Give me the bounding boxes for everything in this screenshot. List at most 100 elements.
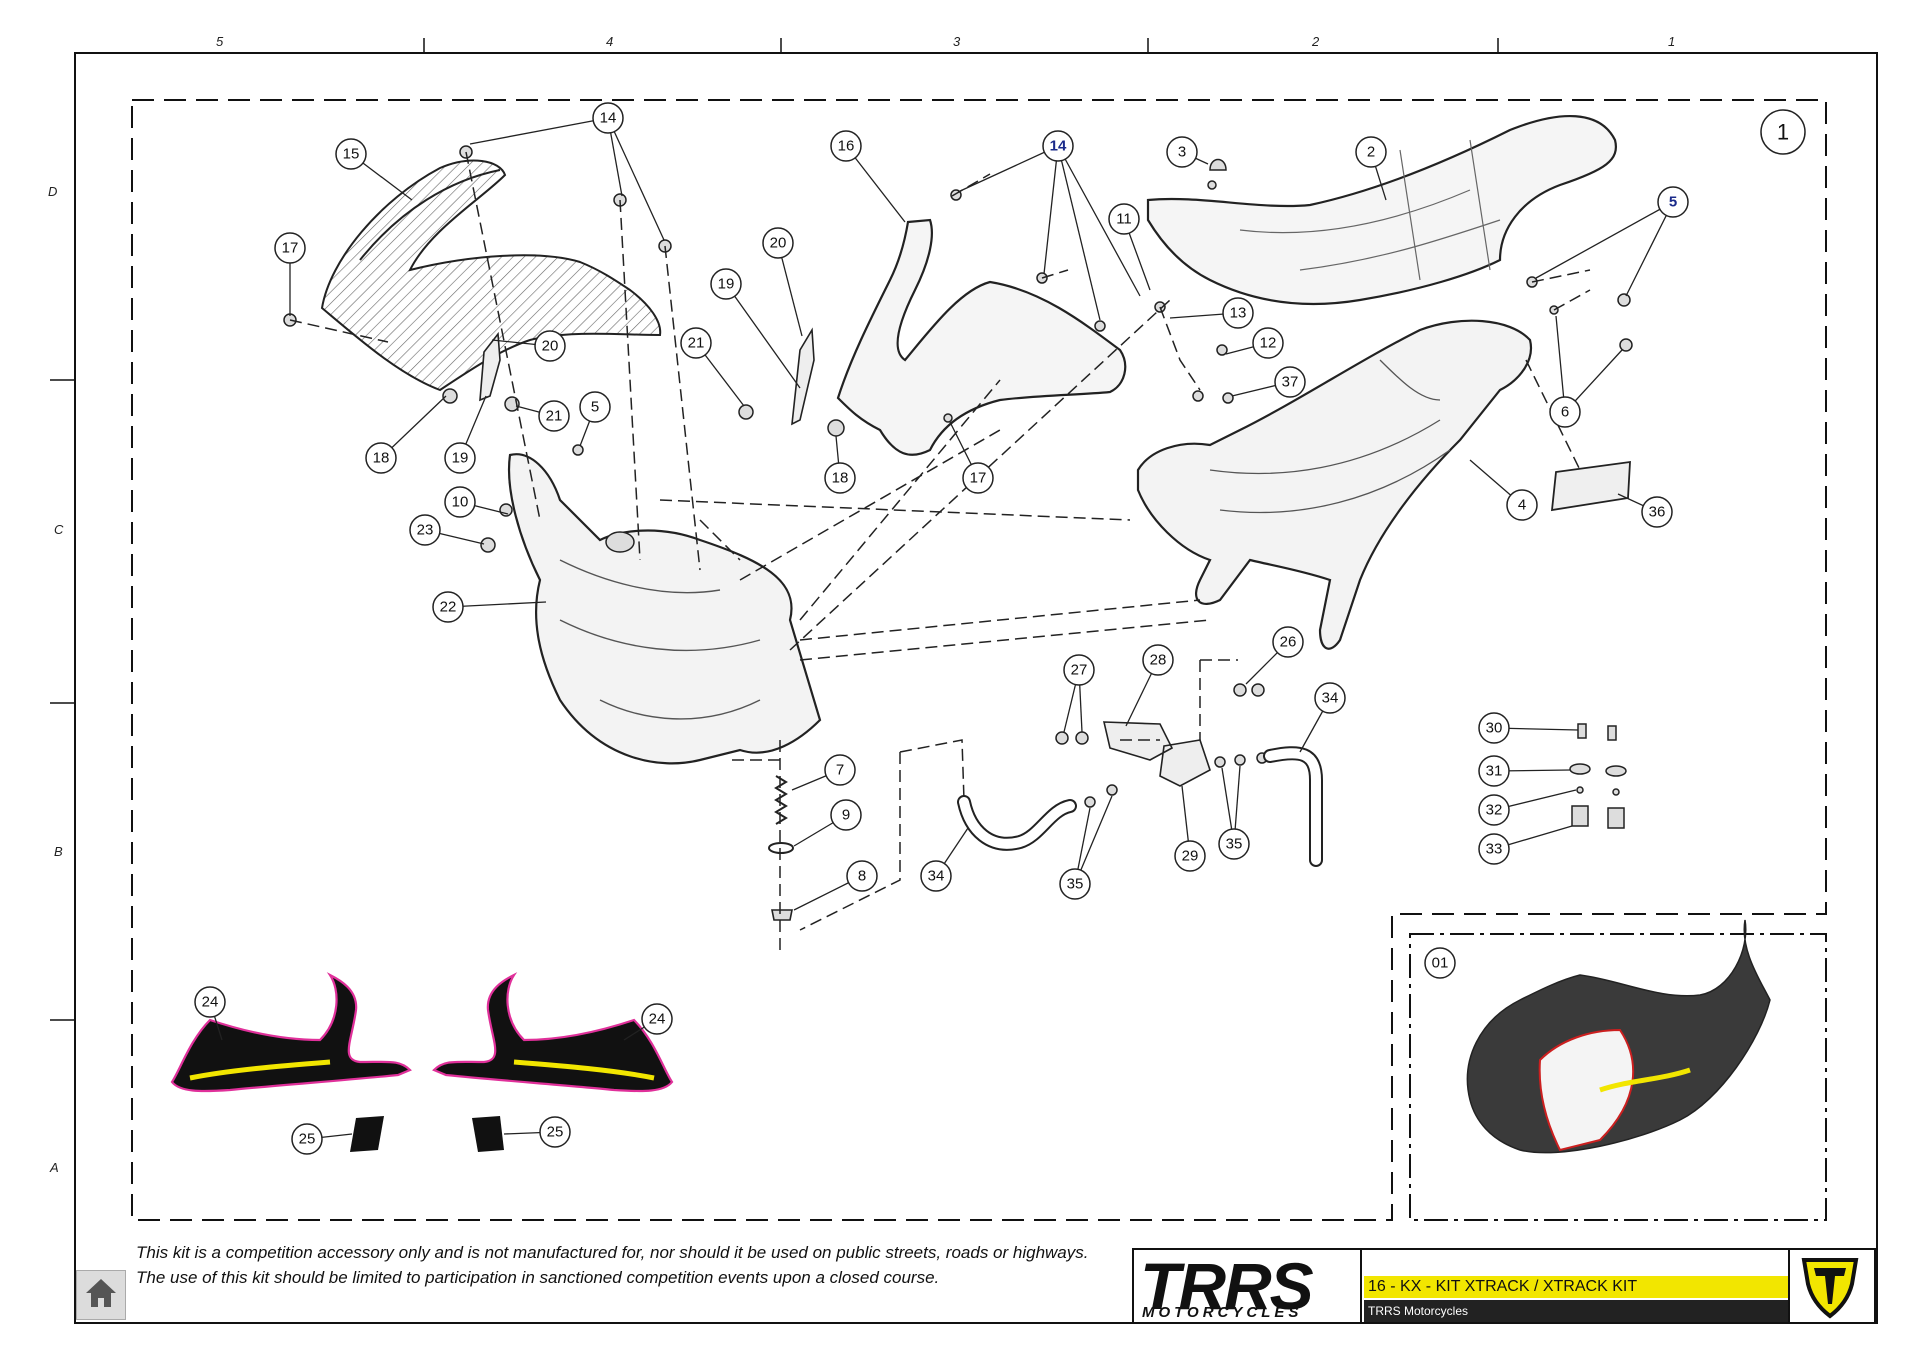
callout-label: 9 (842, 807, 850, 824)
callout-label: 14 (600, 110, 617, 127)
decal-shroud-right-stripe (513, 1059, 655, 1081)
callout-26 (1272, 626, 1304, 658)
home-button[interactable] (76, 1270, 126, 1320)
brand-name: TRRS (1140, 1249, 1314, 1323)
inset-shroud-graphic (1538, 1028, 1635, 1152)
callout-14 (1042, 130, 1074, 162)
callout-label: 35 (1226, 836, 1243, 853)
callout-label: 26 (1280, 634, 1297, 651)
callout-label: 34 (1322, 690, 1339, 707)
brand-logo: TRRS MOTORCYCLES (1134, 1249, 1362, 1323)
callout-17 (274, 232, 306, 264)
sheet-number: 1 (1777, 120, 1789, 145)
hardware-fasteners (283, 145, 1633, 829)
legal-disclaimer: This kit is a competition accessory only… (136, 1243, 1089, 1287)
callout-label: 28 (1150, 652, 1167, 669)
drawing-title: 16 - KX - KIT XTRACK / XTRACK KIT (1364, 1276, 1792, 1298)
callout-24 (194, 986, 226, 1018)
callout-label: 3 (1178, 144, 1186, 161)
callout-7 (824, 754, 856, 786)
zone-row-label: A (50, 1160, 59, 1175)
callout-label: 22 (440, 599, 457, 616)
callout-21 (680, 327, 712, 359)
callout-label: 18 (373, 450, 390, 467)
callout-25 (539, 1116, 571, 1148)
callout-30 (1478, 712, 1510, 744)
callout-label: 20 (542, 338, 559, 355)
home-icon (83, 1276, 119, 1315)
part-side-cover-edge (359, 169, 501, 261)
callout-35 (1059, 868, 1091, 900)
callout-25 (291, 1123, 323, 1155)
callout-14 (592, 102, 624, 134)
callout-6 (1549, 396, 1581, 428)
callout-label: 2 (1367, 144, 1375, 161)
part-radiator-scoop (836, 218, 1127, 456)
callout-8 (846, 860, 878, 892)
callout-label: 8 (858, 868, 866, 885)
part-vent-hose (1263, 746, 1323, 867)
callout-32 (1478, 794, 1510, 826)
callout-label: 12 (1260, 335, 1277, 352)
zone-column-label: 2 (1312, 34, 1320, 49)
part-fuel-valve (1102, 721, 1211, 787)
callout-label: 29 (1182, 848, 1199, 865)
callout-label: 25 (299, 1131, 316, 1148)
part-plate (1550, 460, 1631, 512)
callout-label: 36 (1649, 504, 1666, 521)
callout-label: 14 (1050, 138, 1067, 155)
zone-row-label: B (54, 844, 63, 859)
title-block: TRRS MOTORCYCLES 16 - KX - KIT XTRACK / … (1132, 1248, 1876, 1324)
decal-shroud-right (432, 972, 674, 1093)
inset-label-badge (1424, 947, 1456, 979)
callout-label: 5 (591, 399, 599, 416)
callout-label: 32 (1486, 802, 1503, 819)
callout-label: 19 (452, 450, 469, 467)
callout-label: 15 (343, 146, 360, 163)
callout-3 (1166, 136, 1198, 168)
callout-16 (830, 130, 862, 162)
decal-t-logo-left (350, 1116, 384, 1152)
callout-24 (641, 1003, 673, 1035)
callout-21 (538, 400, 570, 432)
zone-row-label: D (48, 184, 58, 199)
callouts: 14 15 16 14 3 2 1 17 20 19 11 13 12 5 6 … (194, 102, 1806, 1155)
callout-label: 25 (547, 1124, 564, 1141)
callout-22 (432, 591, 464, 623)
part-rear-subframe (1136, 319, 1533, 650)
callout-label: 24 (202, 994, 219, 1011)
callout-28 (1142, 644, 1174, 676)
callout-4 (1506, 489, 1538, 521)
zone-column-label: 3 (953, 34, 961, 49)
callout-20 (534, 330, 566, 362)
callout-34 (1314, 682, 1346, 714)
callout-19 (444, 442, 476, 474)
callout-label: 7 (836, 762, 844, 779)
callout-17 (962, 462, 994, 494)
callout-label: 27 (1071, 662, 1088, 679)
drawing-frame (74, 52, 1878, 1324)
sheet-number-badge (1760, 109, 1806, 155)
part-rear-subframe-contours (1209, 359, 1451, 514)
inset-label: 01 (1432, 955, 1449, 972)
callout-5 (579, 391, 611, 423)
part-washer (768, 842, 794, 854)
callout-label: 19 (718, 276, 735, 293)
part-fuel-filter (771, 909, 793, 921)
brand-subtitle: MOTORCYCLES (1142, 1304, 1303, 1321)
callout-34 (920, 860, 952, 892)
decal-shroud-left-stripe (189, 1059, 331, 1081)
callout-20 (762, 227, 794, 259)
callout-label: 11 (1116, 211, 1132, 228)
callout-label: 24 (649, 1011, 666, 1028)
zone-column-label: 1 (1668, 34, 1676, 49)
callout-label: 16 (838, 138, 855, 155)
callout-label: 5 (1669, 194, 1677, 211)
callout-label: 21 (546, 408, 563, 425)
callout-33 (1478, 833, 1510, 865)
callout-label: 21 (688, 335, 705, 352)
callout-13 (1222, 297, 1254, 329)
callout-label: 33 (1486, 841, 1503, 858)
trrs-t-logo-icon (1788, 1250, 1874, 1322)
